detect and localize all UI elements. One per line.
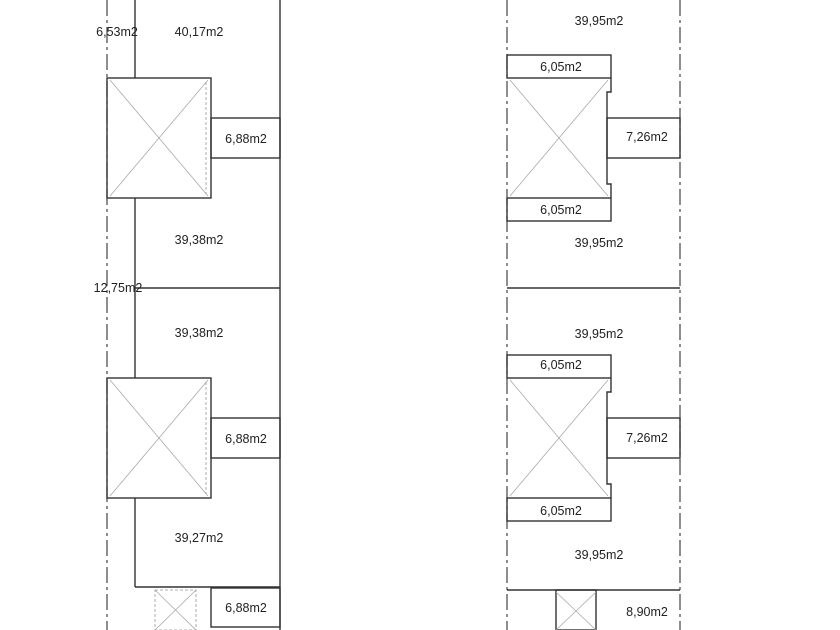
area-label: 6,05m2 bbox=[540, 60, 582, 74]
small-room bbox=[606, 417, 681, 459]
area-label: 39,38m2 bbox=[174, 233, 224, 247]
area-label: 6,05m2 bbox=[540, 203, 582, 217]
small-room bbox=[210, 417, 281, 459]
area-label: 39,95m2 bbox=[574, 14, 624, 28]
area-label: 6,53m2 bbox=[96, 25, 138, 39]
small-room bbox=[210, 587, 281, 628]
area-label: 6,88m2 bbox=[225, 601, 267, 615]
small-void bbox=[154, 589, 197, 630]
small-room bbox=[210, 117, 281, 159]
small-room bbox=[506, 54, 612, 79]
area-label: 6,88m2 bbox=[225, 432, 267, 446]
area-label: 7,26m2 bbox=[626, 431, 668, 445]
area-label: 7,26m2 bbox=[626, 130, 668, 144]
area-label: 6,05m2 bbox=[540, 358, 582, 372]
right-plan bbox=[506, 0, 681, 630]
small-room bbox=[506, 497, 612, 522]
area-label: 39,38m2 bbox=[174, 326, 224, 340]
area-label: 6,88m2 bbox=[225, 132, 267, 146]
area-label: 39,95m2 bbox=[574, 327, 624, 341]
small-room bbox=[506, 197, 612, 222]
small-room bbox=[506, 354, 612, 379]
area-label: 39,27m2 bbox=[174, 531, 224, 545]
area-label: 8,90m2 bbox=[626, 605, 668, 619]
small-void bbox=[555, 589, 597, 630]
left-plan bbox=[106, 0, 281, 630]
area-label: 12,75m2 bbox=[93, 281, 143, 295]
area-label: 6,05m2 bbox=[540, 504, 582, 518]
small-room bbox=[606, 117, 681, 159]
area-label: 39,95m2 bbox=[574, 236, 624, 250]
area-label: 39,95m2 bbox=[574, 548, 624, 562]
area-label: 40,17m2 bbox=[174, 25, 224, 39]
